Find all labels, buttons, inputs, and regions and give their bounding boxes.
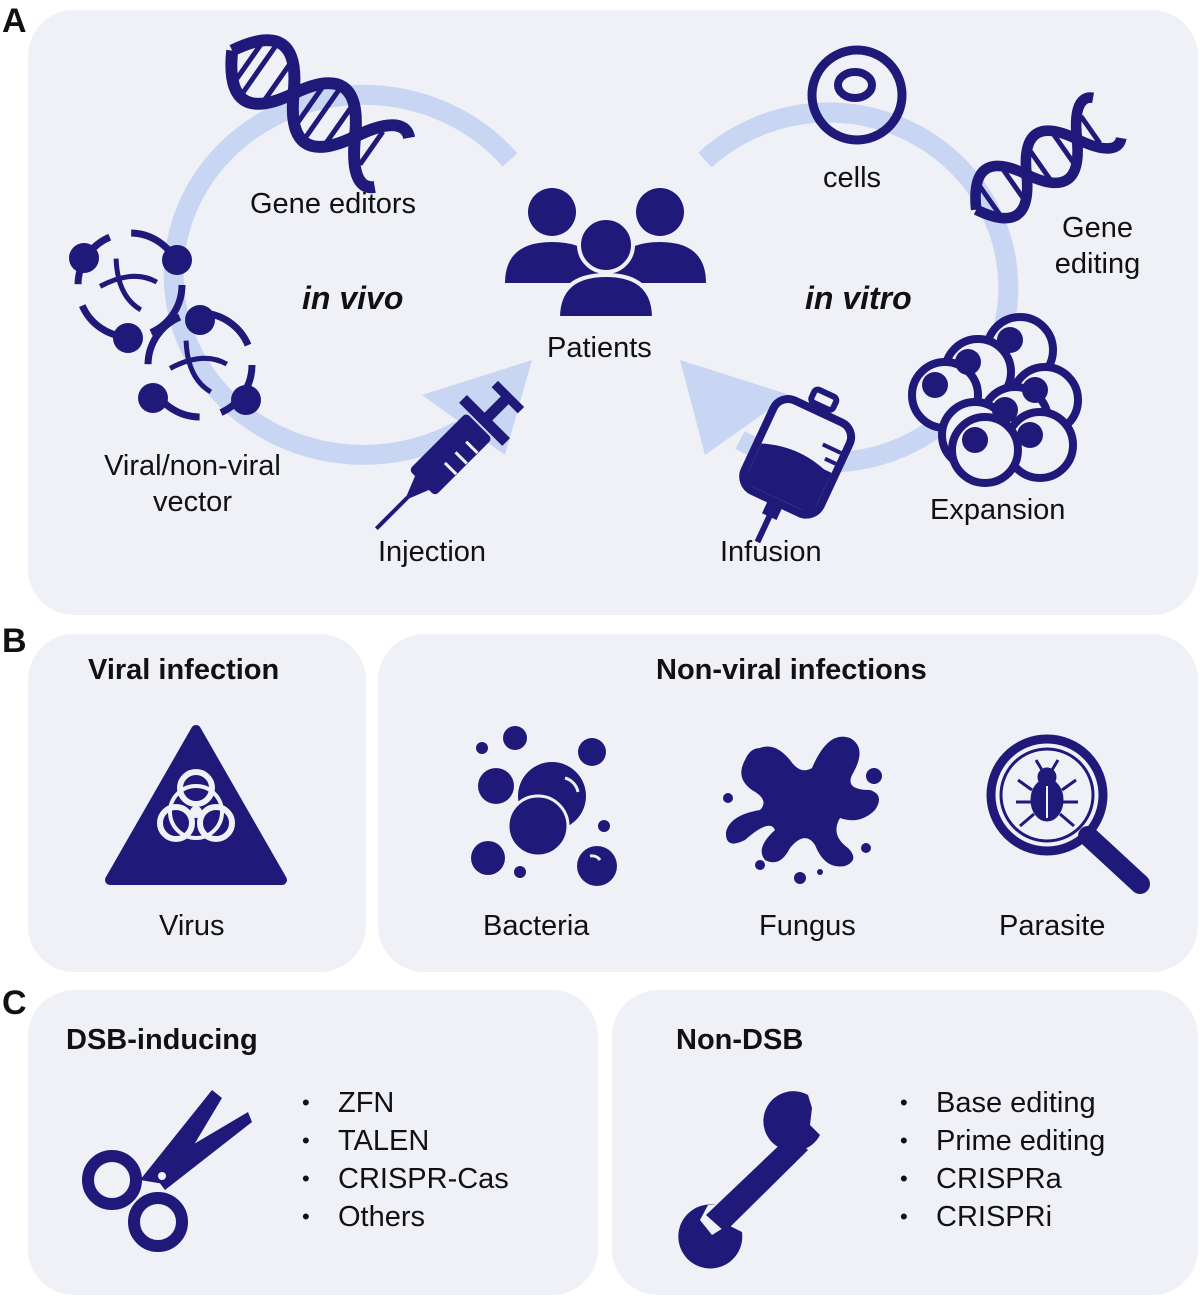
parasite-label: Parasite <box>999 910 1106 942</box>
panel-letter-b: B <box>2 622 27 660</box>
fungus-label: Fungus <box>759 910 856 942</box>
parasite-icon <box>986 734 1150 894</box>
list-item-text: CRISPRi <box>936 1201 1053 1233</box>
patients-label: Patients <box>547 332 652 364</box>
list-item: •TALEN <box>302 1125 430 1157</box>
panel-letter-a: A <box>2 2 27 40</box>
dsb-list: •ZFN •TALEN •CRISPR-Cas •Others <box>302 1084 509 1236</box>
nonviral-infections-title: Non-viral infections <box>656 654 927 686</box>
blood-bag-icon <box>739 386 856 544</box>
wrench-icon <box>678 1091 820 1269</box>
scissors-icon <box>82 1090 252 1252</box>
dsb-inducing-title: DSB-inducing <box>66 1024 258 1056</box>
list-item: •ZFN <box>302 1087 395 1119</box>
in-vitro-arrowhead <box>680 360 790 455</box>
vector-label-line2: vector <box>153 486 232 519</box>
gene-editors-label: Gene editors <box>250 188 417 220</box>
cells-cluster-icon <box>908 313 1082 487</box>
list-item: •Base editing <box>900 1087 1096 1119</box>
bacteria-label: Bacteria <box>483 910 590 942</box>
biohazard-icon <box>105 725 287 885</box>
fungus-icon <box>723 736 882 884</box>
gene-editing-label-line2: editing <box>1054 248 1141 281</box>
list-item-text: CRISPRa <box>936 1163 1062 1195</box>
panel-letter-c: C <box>2 984 27 1022</box>
syringe-icon <box>374 380 525 531</box>
in-vivo-label: in vivo <box>302 280 404 316</box>
expansion-label: Expansion <box>930 494 1066 526</box>
in-vivo-cycle-arrow <box>163 84 518 465</box>
gene-editing-label-line1: Gene <box>1062 212 1133 244</box>
vector-label: Viral/non-viral vector <box>90 448 295 521</box>
virus-label: Virus <box>159 910 225 942</box>
non-dsb-list: •Base editing •Prime editing •CRISPRa •C… <box>900 1084 1105 1236</box>
bacteria-icon <box>471 726 617 886</box>
list-item-text: CRISPR-Cas <box>338 1163 509 1195</box>
list-item: •CRISPR-Cas <box>302 1163 509 1195</box>
dna-editing-icon <box>970 92 1127 224</box>
list-item-text: Prime editing <box>936 1125 1106 1157</box>
cell-icon <box>807 45 907 145</box>
list-item: •Prime editing <box>900 1125 1106 1157</box>
injection-label: Injection <box>378 536 487 568</box>
viral-infection-title: Viral infection <box>88 654 280 686</box>
vector-icon <box>69 229 261 421</box>
cells-label: cells <box>823 162 882 194</box>
list-item-text: Base editing <box>936 1087 1096 1119</box>
list-item: •CRISPRa <box>900 1163 1062 1195</box>
patients-icon <box>505 188 706 320</box>
panel-c-dsb-box <box>28 990 598 1295</box>
list-item: •Others <box>302 1201 426 1233</box>
list-item-text: ZFN <box>338 1087 395 1119</box>
dna-icon <box>225 34 416 194</box>
list-item: •CRISPRi <box>900 1201 1053 1233</box>
vector-label-line1: Viral/non-viral <box>104 450 281 482</box>
non-dsb-title: Non-DSB <box>676 1024 804 1056</box>
infusion-label: Infusion <box>720 536 822 568</box>
in-vitro-label: in vitro <box>805 280 912 316</box>
list-item-text: Others <box>338 1201 426 1233</box>
gene-editing-label: Gene editing <box>1040 210 1155 283</box>
list-item-text: TALEN <box>338 1125 430 1157</box>
